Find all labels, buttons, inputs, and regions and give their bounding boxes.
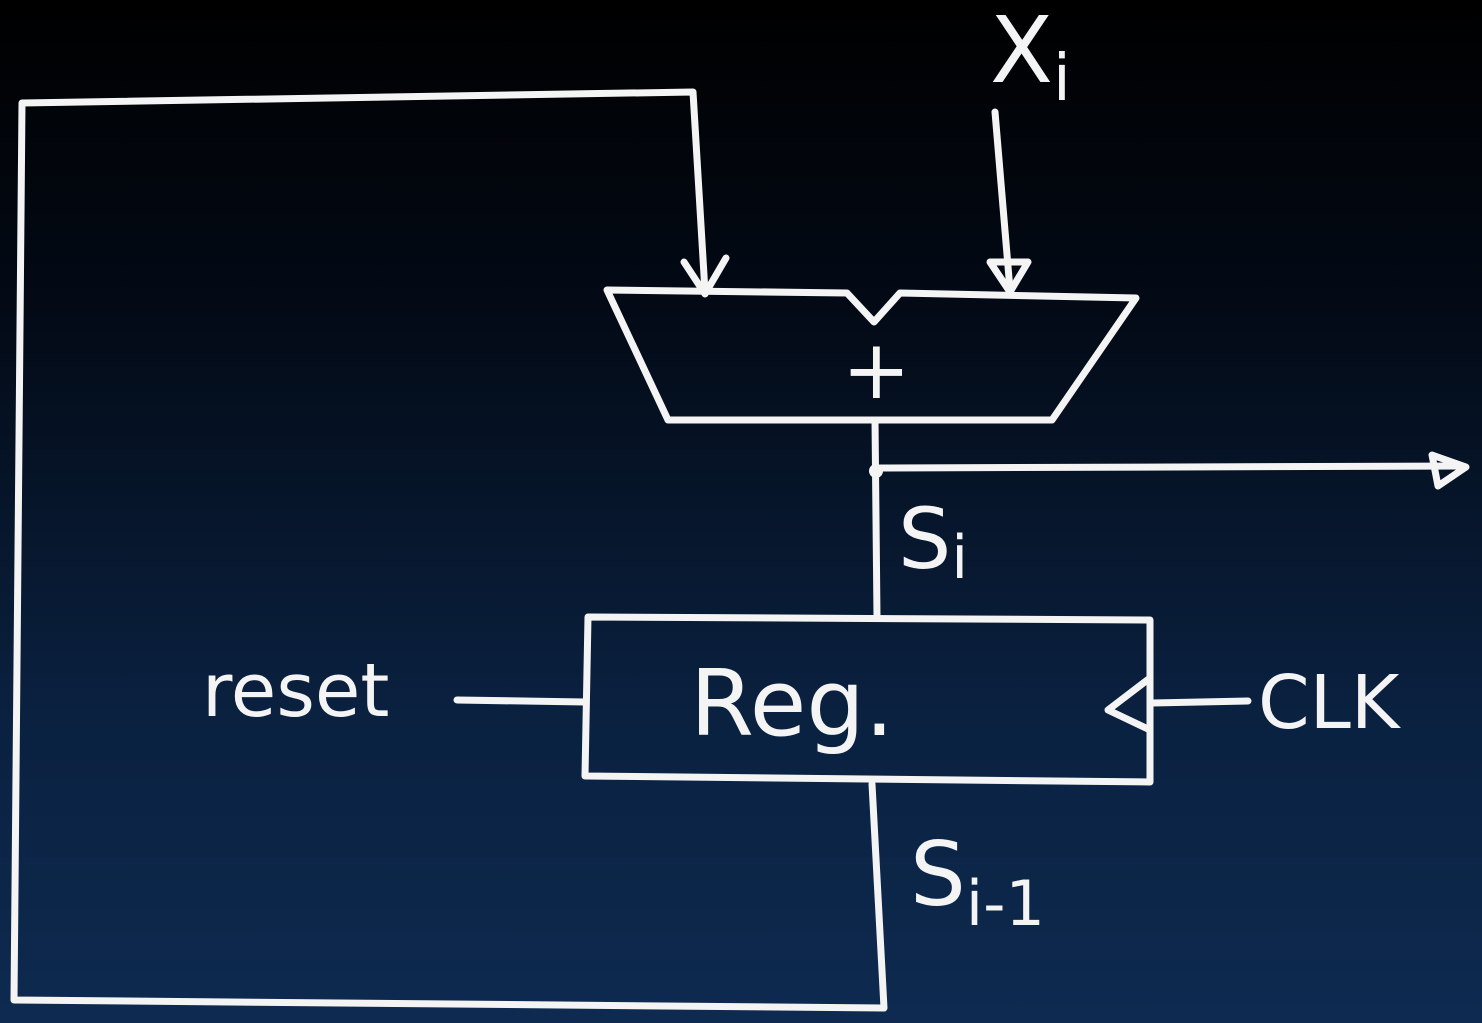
prev-sum-label: Si-1 — [910, 823, 1045, 940]
reset-wire — [453, 696, 589, 706]
clock-label: CLK — [1258, 660, 1402, 746]
output-arrowhead — [1428, 451, 1470, 490]
prev-sum-label-subscript: i-1 — [966, 867, 1045, 940]
adder-operator: + — [842, 323, 911, 418]
adder-block — [603, 286, 1140, 424]
clock-wire — [1148, 697, 1252, 707]
sum-label-main: S — [898, 490, 951, 588]
sum-label: Si — [898, 490, 968, 593]
sum-wire — [871, 416, 881, 621]
reset-label: reset — [202, 648, 389, 734]
input-label: Xi — [990, 0, 1071, 116]
register-label: Reg. — [690, 650, 894, 757]
feedback-wire — [10, 88, 888, 1012]
prev-sum-label-main: S — [910, 823, 966, 926]
output-wire — [874, 462, 1466, 472]
input-label-subscript: i — [1053, 42, 1071, 116]
input-arrowhead — [986, 258, 1032, 296]
sum-label-subscript: i — [951, 523, 968, 593]
clock-triangle — [1104, 674, 1154, 734]
input-label-main: X — [990, 0, 1053, 104]
register-block — [581, 613, 1154, 786]
